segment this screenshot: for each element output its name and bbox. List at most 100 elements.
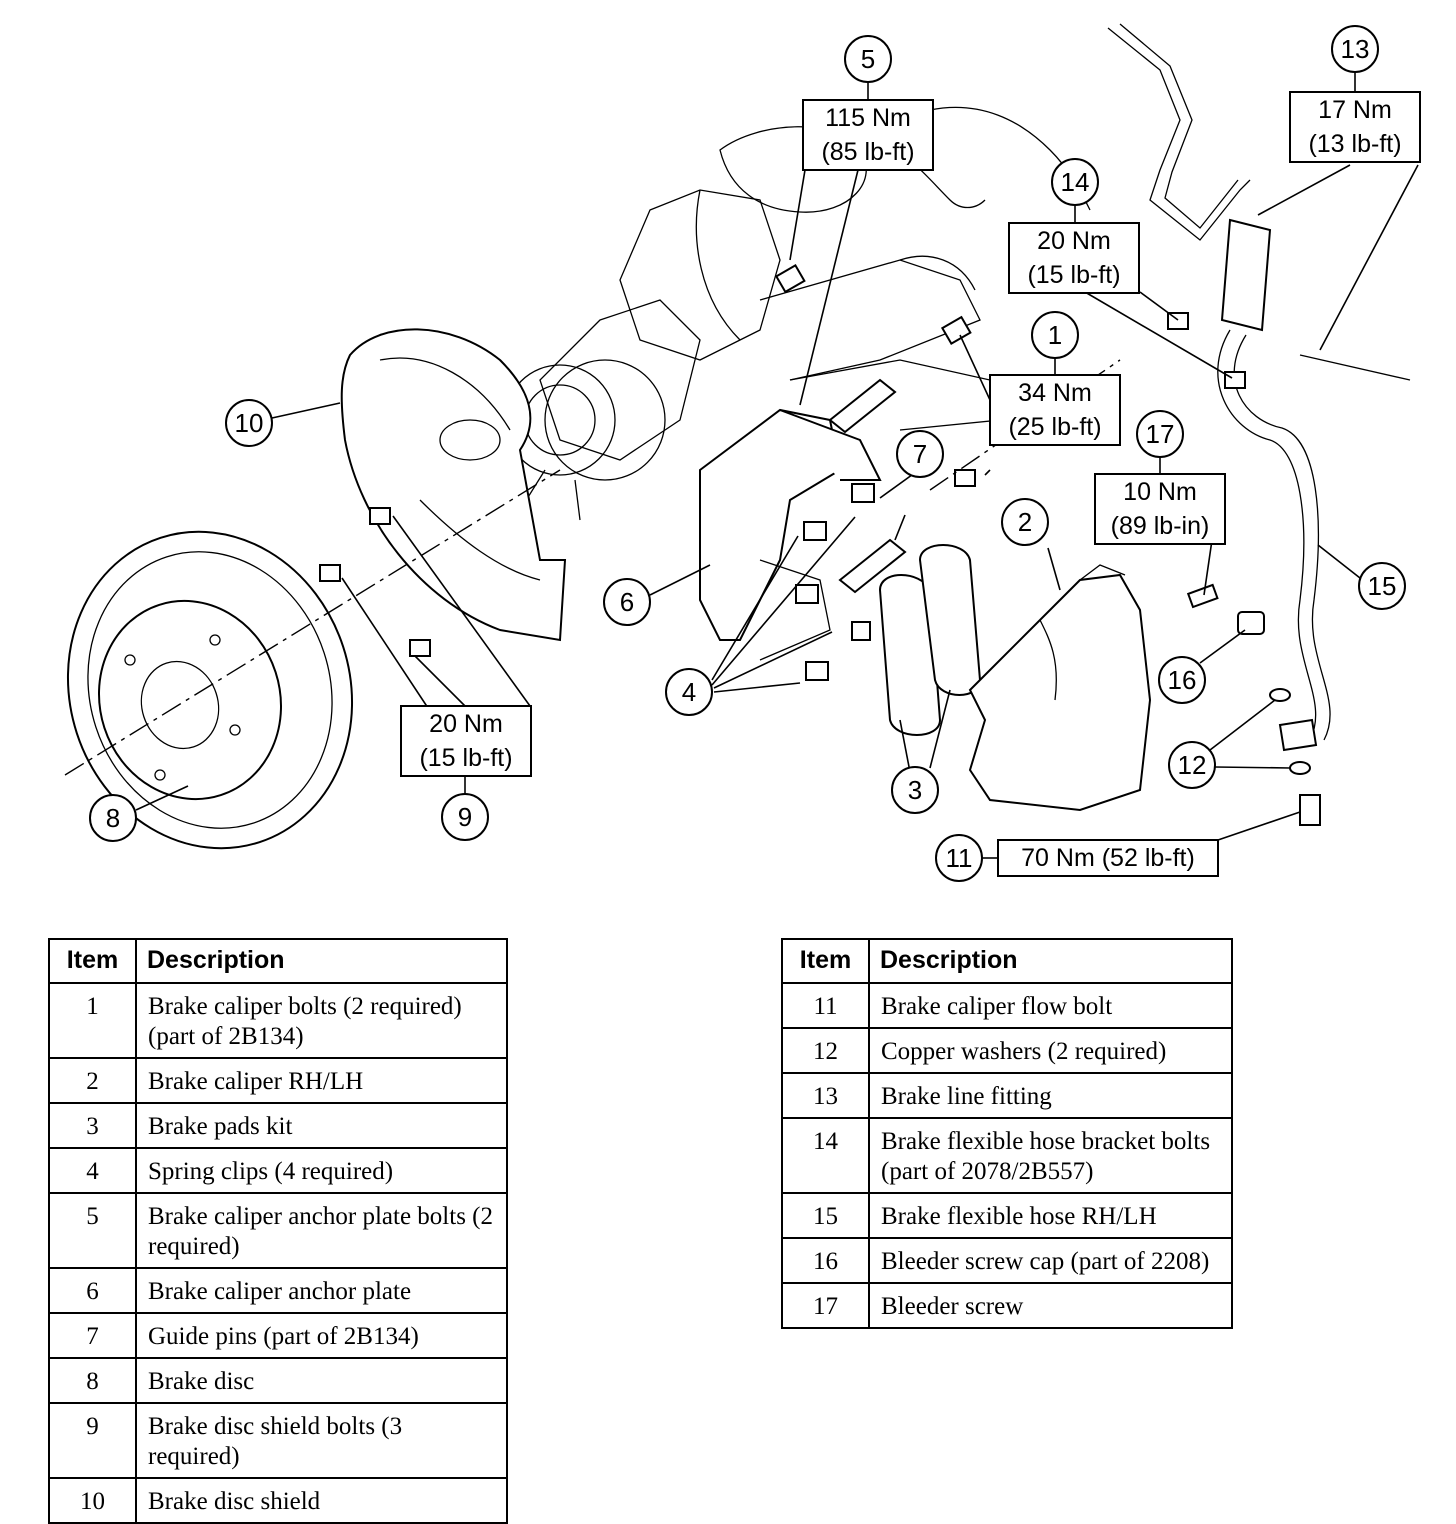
spring-clips-drawing	[795, 483, 875, 681]
svg-text:(15 lb-ft): (15 lb-ft)	[1027, 261, 1120, 289]
item-number: 15	[781, 1192, 870, 1239]
callout-12: 12	[1168, 741, 1216, 789]
svg-text:12: 12	[1178, 750, 1207, 780]
callout-6: 6	[603, 578, 651, 626]
svg-text:4: 4	[682, 677, 696, 707]
callout-9: 9	[441, 793, 489, 841]
svg-text:6: 6	[620, 587, 634, 617]
svg-text:34 Nm: 34 Nm	[1018, 379, 1092, 407]
callout-13: 13	[1331, 25, 1379, 73]
svg-text:(13 lb-ft): (13 lb-ft)	[1308, 130, 1401, 158]
callout-14: 14	[1051, 158, 1099, 206]
item-number: 16	[781, 1237, 870, 1284]
item-description: Brake caliper RH/LH	[135, 1057, 508, 1104]
torque-spec-item14: 20 Nm (15 lb-ft)	[1008, 222, 1140, 294]
svg-text:14: 14	[1061, 167, 1090, 197]
callout-15: 15	[1358, 562, 1406, 610]
svg-text:(25 lb-ft): (25 lb-ft)	[1008, 413, 1101, 441]
svg-text:11: 11	[946, 843, 973, 873]
svg-text:9: 9	[458, 802, 472, 832]
item-number: 4	[48, 1147, 137, 1194]
table-header-row: Item Description	[781, 938, 1233, 984]
bolts-drawing	[319, 263, 1311, 775]
item-description: Brake caliper anchor plate bolts (2 requ…	[135, 1192, 508, 1269]
torque-spec-item17: 10 Nm (89 lb-in)	[1094, 473, 1226, 545]
svg-text:10 Nm: 10 Nm	[1123, 478, 1197, 506]
item-description: Brake disc	[135, 1357, 508, 1404]
callout-16: 16	[1158, 656, 1206, 704]
brake-disc-shield-drawing	[340, 328, 567, 642]
svg-text:17: 17	[1146, 419, 1175, 449]
torque-spec-item9: 20 Nm (15 lb-ft)	[400, 705, 532, 777]
svg-text:16: 16	[1168, 665, 1197, 695]
table-header-row: Item Description	[48, 938, 508, 984]
callout-10: 10	[225, 399, 273, 447]
svg-text:15: 15	[1368, 571, 1397, 601]
item-description: Bleeder screw cap (part of 2208)	[868, 1237, 1233, 1284]
callout-11: 11	[935, 834, 983, 882]
item-number: 17	[781, 1282, 870, 1329]
item-number: 3	[48, 1102, 137, 1149]
torque-spec-item13: 17 Nm (13 lb-ft)	[1289, 91, 1421, 163]
caliper-anchor-plate-drawing	[699, 408, 882, 661]
item-description: Guide pins (part of 2B134)	[135, 1312, 508, 1359]
svg-text:1: 1	[1048, 320, 1062, 350]
item-number: 10	[48, 1477, 137, 1524]
leader-lines	[135, 72, 1419, 859]
item-number: 14	[781, 1117, 870, 1194]
header-description: Description	[868, 938, 1233, 984]
item-number: 9	[48, 1402, 137, 1479]
item-description: Bleeder screw	[868, 1282, 1233, 1329]
svg-text:(15 lb-ft): (15 lb-ft)	[419, 744, 512, 772]
item-description: Brake caliper anchor plate	[135, 1267, 508, 1314]
header-item: Item	[48, 938, 137, 984]
callout-5: 5	[844, 35, 892, 83]
svg-text:(89 lb-in): (89 lb-in)	[1111, 512, 1210, 540]
item-description: Brake caliper flow bolt	[868, 982, 1233, 1029]
callout-4: 4	[665, 668, 713, 716]
torque-spec-item1: 34 Nm (25 lb-ft)	[989, 374, 1121, 446]
svg-text:3: 3	[908, 775, 922, 805]
item-number: 12	[781, 1027, 870, 1074]
item-number: 6	[48, 1267, 137, 1314]
callout-3: 3	[891, 766, 939, 814]
item-description: Spring clips (4 required)	[135, 1147, 508, 1194]
brake-caliper-drawing	[968, 564, 1152, 812]
item-description: Brake flexible hose bracket bolts (part …	[868, 1117, 1233, 1194]
item-number: 2	[48, 1057, 137, 1104]
callout-2: 2	[1001, 498, 1049, 546]
svg-text:115 Nm: 115 Nm	[825, 104, 911, 132]
item-description: Brake flexible hose RH/LH	[868, 1192, 1233, 1239]
callout-1: 1	[1031, 311, 1079, 359]
item-description: Brake disc shield	[135, 1477, 508, 1524]
item-description: Brake pads kit	[135, 1102, 508, 1149]
svg-text:(85 lb-ft): (85 lb-ft)	[821, 138, 914, 166]
item-number: 7	[48, 1312, 137, 1359]
header-item: Item	[781, 938, 870, 984]
torque-spec-item11: 70 Nm (52 lb-ft)	[997, 839, 1219, 877]
item-number: 8	[48, 1357, 137, 1404]
item-description: Brake disc shield bolts (3 required)	[135, 1402, 508, 1479]
svg-text:17 Nm: 17 Nm	[1318, 96, 1392, 124]
item-description: Brake line fitting	[868, 1072, 1233, 1119]
brake-disc-drawing	[66, 530, 354, 850]
callout-7: 7	[896, 430, 944, 478]
svg-text:70 Nm (52 lb-ft): 70 Nm (52 lb-ft)	[1021, 844, 1195, 872]
callout-8: 8	[89, 794, 137, 842]
svg-text:20 Nm: 20 Nm	[429, 710, 503, 738]
